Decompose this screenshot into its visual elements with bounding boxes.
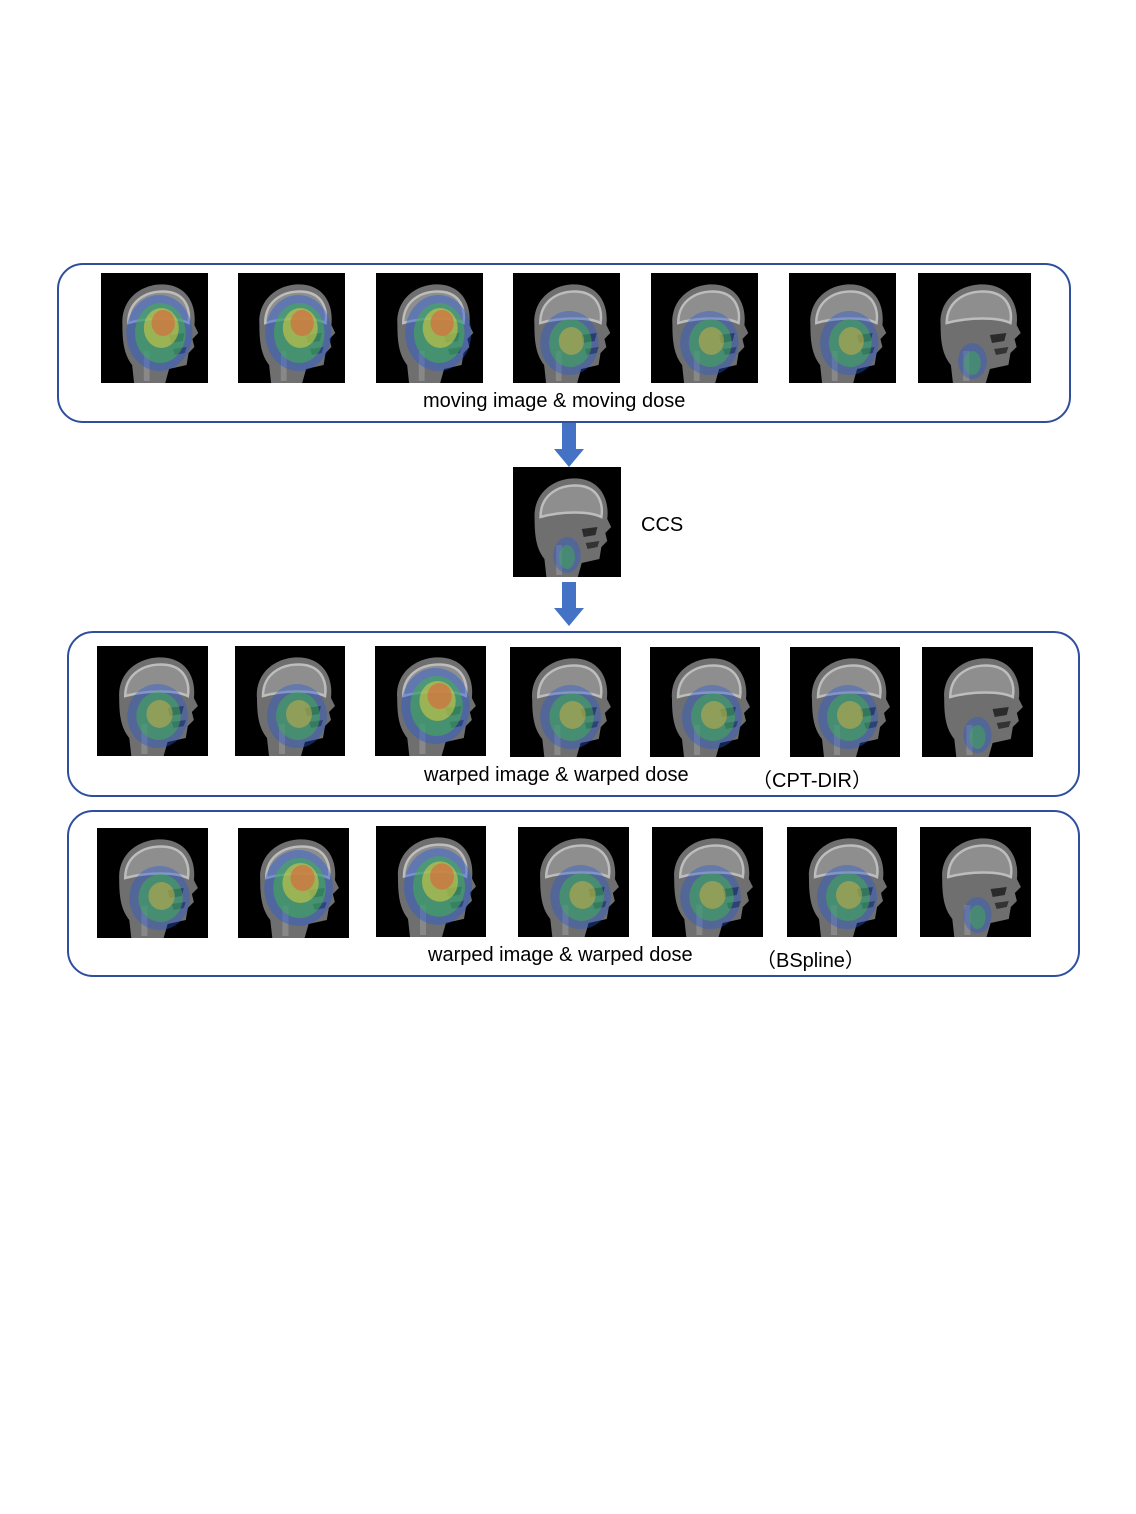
- down-arrow-2: [554, 582, 584, 626]
- bspline-method: （BSpline）: [756, 950, 865, 972]
- cptdir-image-7: [922, 647, 1033, 757]
- bspline-image-4: [518, 827, 629, 937]
- cptdir-image-1: [97, 646, 208, 756]
- ccs-label: CCS: [641, 514, 684, 536]
- bspline-image-2: [238, 828, 349, 938]
- cptdir-image-6: [790, 647, 900, 757]
- bspline-image-1: [97, 828, 208, 938]
- ccs-image: [513, 467, 621, 577]
- bspline-image-7: [920, 827, 1031, 937]
- cptdir-image-4: [510, 647, 621, 757]
- moving-panel: [57, 263, 1071, 423]
- moving-image-2: [238, 273, 345, 383]
- bspline-caption: warped image & warped dose: [428, 944, 693, 966]
- moving-image-4: [513, 273, 620, 383]
- cptdir-image-2: [235, 646, 345, 756]
- bspline-panel: [67, 810, 1080, 977]
- cptdir-image-3: [375, 646, 486, 756]
- bspline-image-5: [652, 827, 763, 937]
- bspline-image-6: [787, 827, 897, 937]
- moving-image-3: [376, 273, 483, 383]
- moving-image-1: [101, 273, 208, 383]
- down-arrow-1: [554, 423, 584, 467]
- cptdir-panel: [67, 631, 1080, 797]
- bspline-image-3: [376, 826, 486, 937]
- cptdir-caption: warped image & warped dose: [424, 764, 689, 786]
- moving-image-5: [651, 273, 758, 383]
- moving-image-6: [789, 273, 896, 383]
- cptdir-method: （CPT-DIR）: [752, 770, 872, 792]
- moving-image-7: [918, 273, 1031, 383]
- cptdir-image-5: [650, 647, 760, 757]
- moving-caption: moving image & moving dose: [423, 390, 686, 412]
